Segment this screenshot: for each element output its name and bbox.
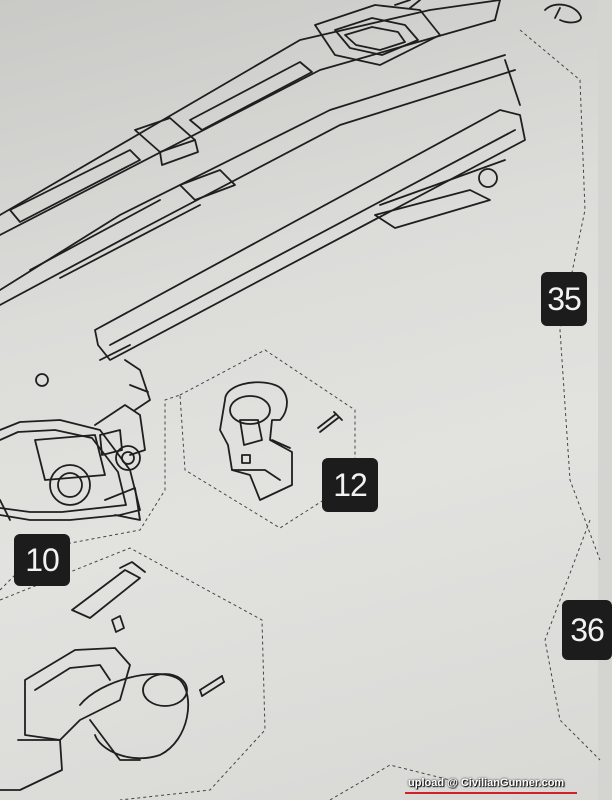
assembly-outline-10-lower: [0, 547, 266, 800]
corner-part-fragment: [544, 3, 582, 24]
step-number-36: 36: [562, 600, 612, 660]
front-sight-part-drawing: [219, 381, 343, 501]
assembly-outline-bottom: [329, 764, 451, 800]
assembly-outline-12: [179, 349, 356, 529]
watermark-underline: [405, 792, 577, 794]
upload-watermark: upload @ CivilianGunner.com: [408, 777, 565, 789]
upper-receiver-drawing: [0, 0, 526, 361]
step-number-35: 35: [541, 272, 587, 326]
assembly-outline-36: [544, 519, 601, 761]
step-number-10: 10: [14, 534, 70, 586]
cocking-part-drawing: [0, 561, 225, 791]
lower-receiver-drawing: [0, 359, 151, 521]
step-number-12: 12: [322, 458, 378, 512]
